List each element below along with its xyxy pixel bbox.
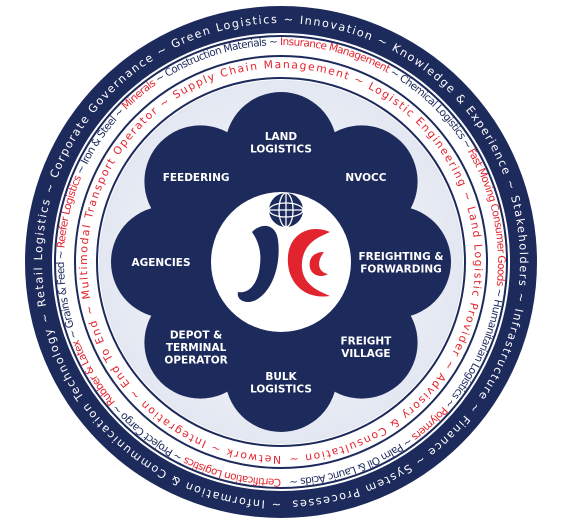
middle-ring-separator: ~ [266, 36, 281, 49]
service-node-label: FEEDERING [163, 172, 230, 184]
service-node-label-line: FORWARDING [360, 263, 442, 275]
service-node-label-line: VILLAGE [341, 348, 390, 360]
service-node-label-line: BULK [265, 371, 297, 383]
service-node-label-line: LOGISTICS [250, 143, 312, 155]
service-node-label: AGENCIES [131, 257, 190, 269]
service-node-label-line: LOGISTICS [250, 383, 312, 395]
service-node-circle [144, 125, 257, 238]
middle-ring-separator: ~ [55, 247, 68, 262]
middle-ring-separator: ~ [73, 160, 90, 179]
service-node-label-line: LAND [265, 131, 298, 143]
service-node-label-line: NVOCC [345, 172, 386, 184]
outer-white-line [52, 33, 510, 491]
service-node-label-line: FEEDERING [163, 172, 230, 184]
service-node-label-line: FREIGHTING & [358, 251, 443, 263]
globe-logo-icon [237, 192, 330, 303]
service-node-label-line: FREIGHT [340, 336, 392, 348]
service-node-label-line: DEPOT & [170, 329, 223, 341]
middle-inner-navy-line [74, 55, 488, 469]
inner-band-line [96, 77, 466, 447]
service-node-label-line: AGENCIES [131, 257, 190, 269]
service-node-label: NVOCC [345, 172, 386, 184]
middle-ring-separator: ~ [492, 285, 506, 301]
service-node-label-line: OPERATOR [164, 354, 227, 366]
middle-ring-separator: ~ [65, 325, 81, 343]
service-node-label: FREIGHTING &FORWARDING [358, 251, 443, 276]
service-node-label-line: TERMINAL [166, 342, 227, 354]
middle-ring-separator: ~ [288, 475, 301, 488]
